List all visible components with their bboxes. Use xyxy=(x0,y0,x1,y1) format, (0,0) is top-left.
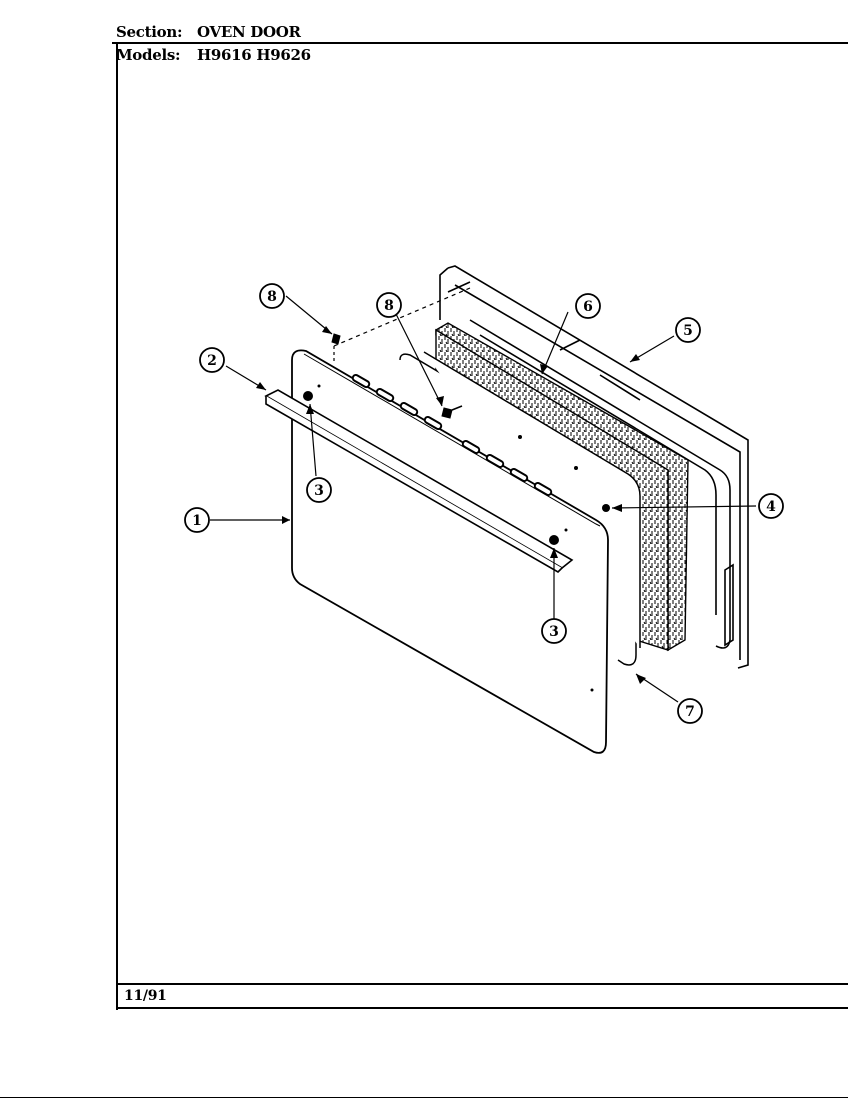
page-bottom-rule xyxy=(0,1097,848,1098)
callout-7: 7 xyxy=(677,698,703,724)
section-label: Section: xyxy=(116,23,183,41)
footer-date-code: 11/91 xyxy=(124,988,167,1004)
header-rule-top xyxy=(112,42,848,44)
arrowheads xyxy=(256,326,646,684)
callout-6: 6 xyxy=(575,293,601,319)
svg-text:5: 5 xyxy=(683,323,693,339)
inner-door-liner xyxy=(439,265,749,669)
callout-8-right: 8 xyxy=(376,292,402,318)
footer-rule-top xyxy=(116,983,848,985)
callout-1: 1 xyxy=(184,507,210,533)
footer-rule-bottom xyxy=(116,1007,848,1009)
callout-5: 5 xyxy=(675,317,701,343)
callout-3-right: 3 xyxy=(541,618,567,644)
models-label: Models: xyxy=(116,46,181,64)
callout-4: 4 xyxy=(758,493,784,519)
svg-text:6: 6 xyxy=(583,299,593,315)
svg-text:3: 3 xyxy=(549,624,559,640)
svg-text:1: 1 xyxy=(192,513,202,529)
svg-text:3: 3 xyxy=(314,483,324,499)
door-screws xyxy=(331,333,463,419)
svg-text:7: 7 xyxy=(685,704,695,720)
svg-text:8: 8 xyxy=(267,289,277,305)
svg-text:2: 2 xyxy=(207,353,217,369)
callout-8-left: 8 xyxy=(259,283,285,309)
models-value: H9616 H9626 xyxy=(197,46,311,64)
handle-screws xyxy=(303,384,568,545)
door-handle xyxy=(264,389,574,573)
svg-text:4: 4 xyxy=(766,499,776,515)
callout-3-left: 3 xyxy=(306,477,332,503)
section-value: OVEN DOOR xyxy=(197,23,301,41)
svg-text:8: 8 xyxy=(384,298,394,314)
vent-slots xyxy=(351,374,553,496)
frame-left-border xyxy=(116,44,118,1010)
callout-2: 2 xyxy=(199,347,225,373)
plug xyxy=(602,504,610,512)
